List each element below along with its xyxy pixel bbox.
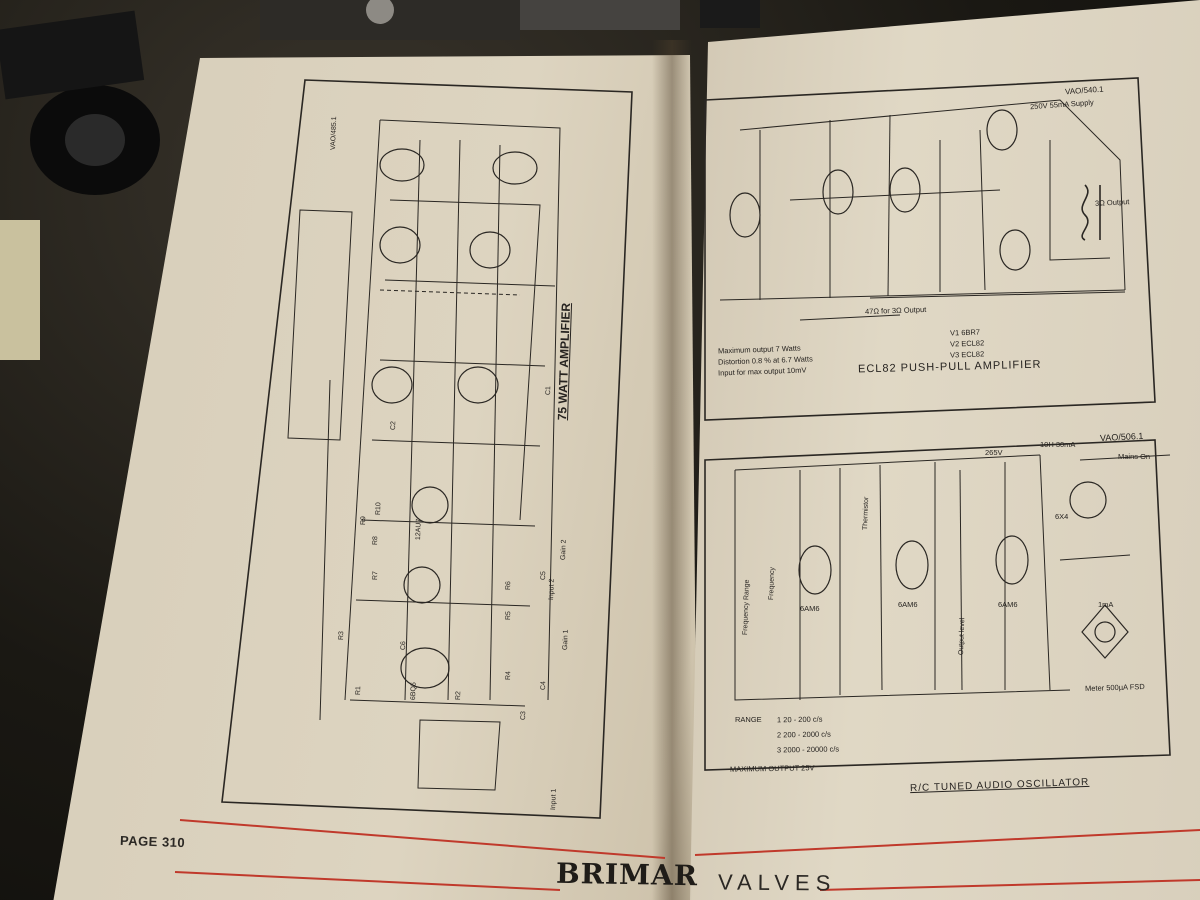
left-diagram-code: VAO/485.1 [330, 116, 339, 151]
footer-rule-right-top [694, 829, 1200, 856]
label-6bq5: 6BQ5 [410, 682, 418, 701]
left-valves [371, 148, 538, 689]
oscillator-range-header: RANGE [735, 715, 762, 724]
oscillator-valve-2: 6AM6 [898, 600, 918, 609]
label-r4: R4 [505, 671, 513, 681]
ecl82-valve-3: V3 ECL82 [949, 349, 985, 360]
oscillator-range-3: 3 2000 - 20000 c/s [776, 744, 840, 755]
output-transformer [1081, 184, 1101, 241]
label-gain-1: Gain 1 [562, 629, 570, 651]
book-gutter [652, 40, 692, 900]
tape-label [0, 10, 145, 100]
oscillator-range-1: 1 20 - 200 c/s [776, 714, 823, 725]
footer-rule-right-bottom [819, 879, 1200, 891]
ecl82-valve-2: V2 ECL82 [949, 338, 985, 349]
right-top-frame [704, 77, 1156, 421]
label-r3: R3 [338, 631, 346, 641]
label-c5: C5 [540, 571, 548, 581]
oscillator-label-1ma: 1mA [1098, 600, 1114, 609]
oscillator-valve-3: 6AM6 [998, 600, 1018, 609]
label-c4: C4 [540, 681, 548, 691]
oscillator-label-frequency: Frequency [768, 566, 777, 601]
label-c3: C3 [520, 711, 528, 721]
oscillator-schematic [734, 454, 1171, 701]
brand-logo: BRIMAR [555, 856, 699, 893]
label-r2: R2 [455, 691, 463, 701]
oscillator-max-output: MAXIMUM OUTPUT 25V [729, 763, 815, 774]
label-r10: R10 [375, 502, 383, 516]
label-r8: R8 [372, 536, 380, 546]
ecl82-output-label: 3Ω Output [1094, 197, 1130, 208]
label-input-1: Input 1 [550, 788, 558, 811]
label-12au7: 12AU7 [415, 518, 423, 541]
right-bottom-frame [704, 439, 1171, 771]
label-r7: R7 [372, 571, 380, 581]
label-r5: R5 [505, 611, 513, 621]
label-c6: C6 [400, 641, 408, 651]
brand-suffix: VALVES [717, 869, 837, 896]
ecl82-valve-1: V1 6BR7 [949, 327, 981, 338]
oscillator-valves [798, 481, 1129, 659]
page-number: PAGE 310 [119, 832, 186, 851]
oscillator-label-6x4: 6X4 [1055, 512, 1069, 521]
left-diagram-frame [221, 79, 633, 819]
label-c2: C2 [390, 421, 398, 431]
oscillator-label-thermistor: Thermistor [862, 496, 871, 531]
ecl82-valves [729, 109, 1031, 271]
label-r6: R6 [505, 581, 513, 591]
oscillator-mains: Mains On [1118, 452, 1151, 461]
oscillator-choke: 10H 30mA [1040, 440, 1076, 449]
oscillator-supply: 265V [985, 448, 1003, 457]
oscillator-range-2: 2 200 - 2000 c/s [776, 729, 831, 740]
label-input-2: Input 2 [548, 578, 556, 601]
left-schematic [287, 119, 561, 791]
label-r9: R9 [360, 516, 368, 526]
label-c1: C1 [545, 386, 553, 396]
white-object [0, 220, 40, 360]
oscillator-valve-1: 6AM6 [800, 604, 820, 613]
label-r1: R1 [355, 686, 363, 696]
oscillator-label-output-level: Output level [958, 617, 967, 656]
label-gain-2: Gain 2 [560, 539, 568, 561]
footer-rule-left-bottom [174, 871, 561, 891]
ecl82-schematic [719, 99, 1126, 321]
footer-rule-left-top [179, 819, 666, 859]
